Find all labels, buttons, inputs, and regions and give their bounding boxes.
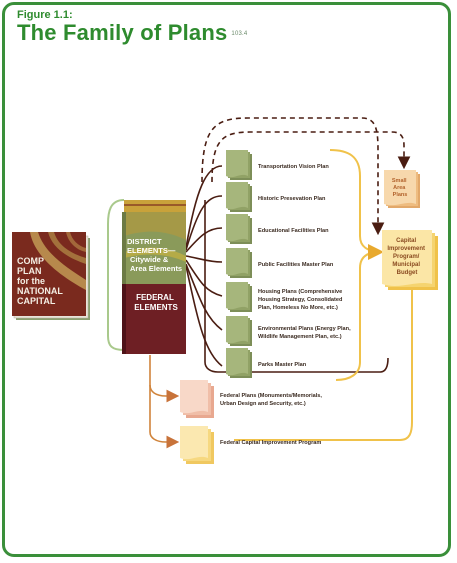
connector-plans-to-cip-lower	[335, 244, 384, 381]
federal-plans-doc-icon	[180, 380, 214, 418]
small-area-label: Small Area Plans	[392, 178, 408, 198]
federal-line: FEDERAL	[136, 293, 174, 302]
dashed-loop-small-area	[211, 131, 411, 183]
plan-historic: Historic Presevation Plan	[258, 196, 326, 202]
connector-district-bracket	[204, 200, 389, 373]
plan-transportation: Transportation Vision Plan	[258, 164, 329, 170]
district-line: Area Elements	[130, 264, 182, 273]
connector-fedcip-to-cip	[234, 282, 413, 441]
doc-transportation-icon	[226, 150, 252, 180]
dashed-loop-cip	[201, 117, 385, 236]
comp-plan-line: CAPITAL	[17, 296, 56, 306]
federal-line: ELEMENTS	[134, 303, 178, 312]
plan-housing: Housing Plans (Comprehensive Housing Str…	[258, 289, 344, 311]
connector-comp-to-binder	[107, 199, 125, 351]
doc-public-facilities-icon	[226, 248, 252, 278]
plan-parks: Parks Master Plan	[258, 362, 307, 368]
comp-plan-line: COMP	[17, 256, 44, 266]
plan-public-facilities: Public Facilities Master Plan	[258, 262, 334, 268]
plan-federal-cip: Federal Capital Improvement Program	[220, 440, 321, 446]
district-line: DISTRICT	[127, 237, 162, 246]
doc-parks-icon	[226, 348, 252, 378]
comp-plan-line: PLAN	[17, 266, 42, 276]
district-line: Citywide &	[130, 255, 169, 264]
federal-elements-label: FEDERAL ELEMENTS	[134, 293, 178, 312]
comp-plan-title: COMP PLAN for the NATIONAL CAPITAL	[17, 256, 65, 306]
doc-housing-icon	[226, 282, 252, 312]
district-plan-labels: Transportation Vision Plan Historic Pres…	[258, 164, 352, 368]
doc-historic-icon	[226, 182, 252, 212]
connector-federal-to-fedplans	[149, 355, 180, 403]
connector-fan-district	[185, 165, 223, 367]
district-elements-label: DISTRICT ELEMENTS— Citywide & Area Eleme…	[127, 237, 182, 273]
cip-label: Capital Improvement Program/ Municipal B…	[387, 238, 426, 276]
plan-federal-plans: Federal Plans (Monuments/Memorials, Urba…	[220, 393, 324, 407]
doc-educational-icon	[226, 214, 252, 244]
figure-label: Figure 1.1:	[17, 9, 73, 21]
comp-plan-line: for the	[17, 276, 45, 286]
figure-title-text: The Family of Plans	[17, 20, 228, 45]
comp-plan-book: COMP PLAN for the NATIONAL CAPITAL	[12, 232, 90, 320]
district-line: ELEMENTS—	[127, 246, 176, 255]
district-plan-docs	[226, 150, 252, 378]
federal-plan-labels: Federal Plans (Monuments/Memorials, Urba…	[220, 393, 324, 446]
comp-plan-line: NATIONAL	[17, 286, 63, 296]
figure-reference: 103.4	[231, 31, 248, 38]
small-area-plans-doc: Small Area Plans	[384, 170, 420, 208]
cip-doc: Capital Improvement Program/ Municipal B…	[382, 230, 438, 290]
connector-plans-to-cip	[329, 149, 385, 253]
connector-federal-to-fedcip	[149, 385, 180, 449]
plan-educational: Educational Facilities Plan	[258, 228, 329, 234]
elements-binder: DISTRICT ELEMENTS— Citywide & Area Eleme…	[122, 200, 186, 354]
doc-environmental-icon	[226, 316, 252, 346]
plan-environmental: Environmental Plans (Energy Plan, Wildli…	[258, 326, 352, 340]
federal-cip-doc-icon	[180, 426, 214, 464]
